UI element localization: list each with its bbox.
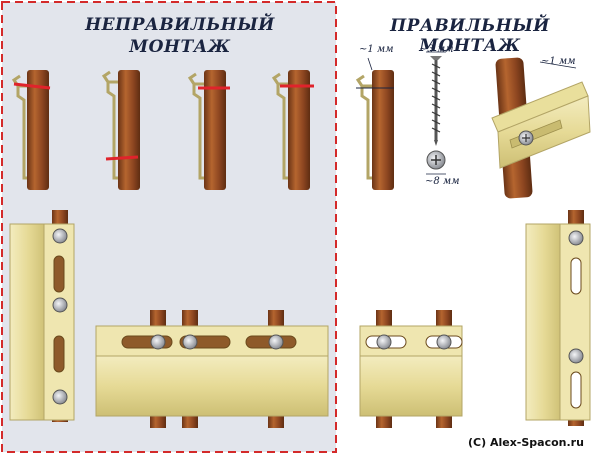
batten <box>372 70 394 190</box>
correct-mounting-title: ПРАВИЛЬНЫЙ МОНТАЖ <box>390 16 550 56</box>
wrong-mounting-title: НЕПРАВИЛЬНЫЙ МОНТАЖ <box>60 14 300 58</box>
wrong-example-4 <box>271 70 314 190</box>
wrong-title-line-2: МОНТАЖ <box>129 37 231 57</box>
wrong-example-3 <box>187 70 230 190</box>
gap-batten-label: ~1 мм <box>359 44 394 55</box>
batten <box>27 70 49 190</box>
head-diameter-label: ~8 мм <box>425 176 460 187</box>
correct-vertical-panel <box>525 210 591 426</box>
correct-clip-section <box>355 57 394 190</box>
batten <box>204 70 226 190</box>
error-mark <box>13 82 51 90</box>
copyright-text: (C) Alex-Spacon.ru <box>468 436 584 449</box>
wrong-horizontal-panel <box>95 310 329 428</box>
error-mark <box>105 155 139 161</box>
batten <box>288 70 310 190</box>
correct-horizontal-panel <box>359 310 463 428</box>
screw-detail <box>426 51 446 175</box>
wrong-vertical-panel <box>9 210 75 422</box>
gap-panel-label: ~1 мм <box>541 56 576 67</box>
wrong-example-1 <box>11 70 51 190</box>
wrong-title-line-1: НЕПРАВИЛЬНЫЙ <box>85 15 275 35</box>
correct-panel-3d <box>491 57 591 199</box>
screw-diameter-label: ~3 мм <box>419 44 454 55</box>
batten <box>118 70 140 190</box>
wrong-example-2 <box>101 70 140 190</box>
